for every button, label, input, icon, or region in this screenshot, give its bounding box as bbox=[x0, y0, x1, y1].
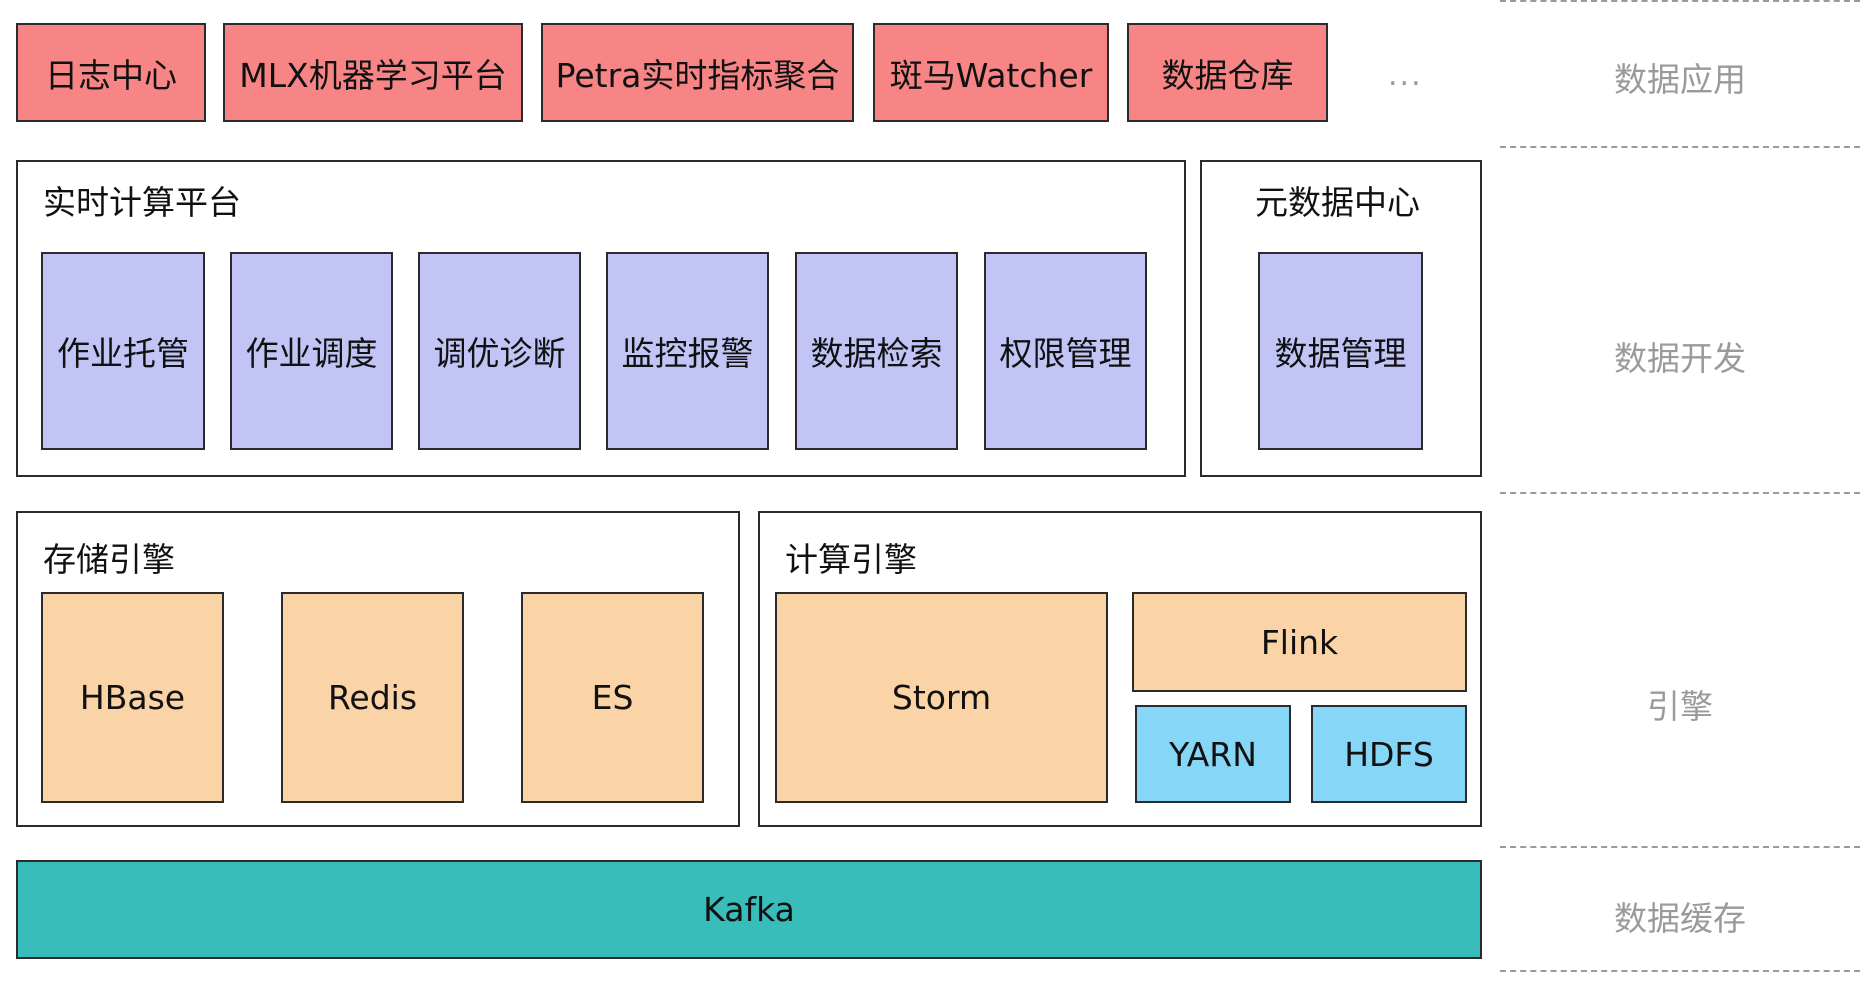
divider-bottom bbox=[1500, 970, 1860, 972]
apps-more-ellipsis: ... bbox=[1388, 58, 1423, 93]
module-data-search: 数据检索 bbox=[795, 252, 958, 450]
engine-es: ES bbox=[521, 592, 704, 803]
divider-engine-cache bbox=[1500, 846, 1860, 848]
layer-label-development: 数据开发 bbox=[1614, 339, 1746, 378]
app-mlx-platform: MLX机器学习平台 bbox=[223, 23, 523, 122]
module-monitoring-alert: 监控报警 bbox=[606, 252, 769, 450]
layer-label-engine: 引擎 bbox=[1647, 687, 1713, 726]
cache-kafka: Kafka bbox=[16, 860, 1482, 959]
compute-engine-title: 计算引擎 bbox=[785, 540, 917, 579]
layer-label-application: 数据应用 bbox=[1614, 60, 1746, 99]
realtime-platform-title: 实时计算平台 bbox=[43, 183, 241, 222]
app-log-center: 日志中心 bbox=[16, 23, 206, 122]
module-permission-management: 权限管理 bbox=[984, 252, 1147, 450]
module-tuning-diagnosis: 调优诊断 bbox=[418, 252, 581, 450]
engine-yarn: YARN bbox=[1135, 705, 1291, 803]
engine-hdfs: HDFS bbox=[1311, 705, 1467, 803]
module-job-hosting: 作业托管 bbox=[41, 252, 205, 450]
app-petra: Petra实时指标聚合 bbox=[541, 23, 854, 122]
divider-top bbox=[1500, 0, 1860, 2]
engine-flink: Flink bbox=[1132, 592, 1467, 692]
divider-dev-engine bbox=[1500, 492, 1860, 494]
divider-app-dev bbox=[1500, 146, 1860, 148]
module-job-scheduling: 作业调度 bbox=[230, 252, 393, 450]
engine-storm: Storm bbox=[775, 592, 1108, 803]
engine-redis: Redis bbox=[281, 592, 464, 803]
storage-engine-title: 存储引擎 bbox=[43, 540, 175, 579]
module-data-management: 数据管理 bbox=[1258, 252, 1423, 450]
layer-label-cache: 数据缓存 bbox=[1614, 899, 1746, 938]
app-data-warehouse: 数据仓库 bbox=[1127, 23, 1328, 122]
engine-hbase: HBase bbox=[41, 592, 224, 803]
app-zebra-watcher: 斑马Watcher bbox=[873, 23, 1109, 122]
metadata-center-title: 元数据中心 bbox=[1255, 183, 1420, 222]
